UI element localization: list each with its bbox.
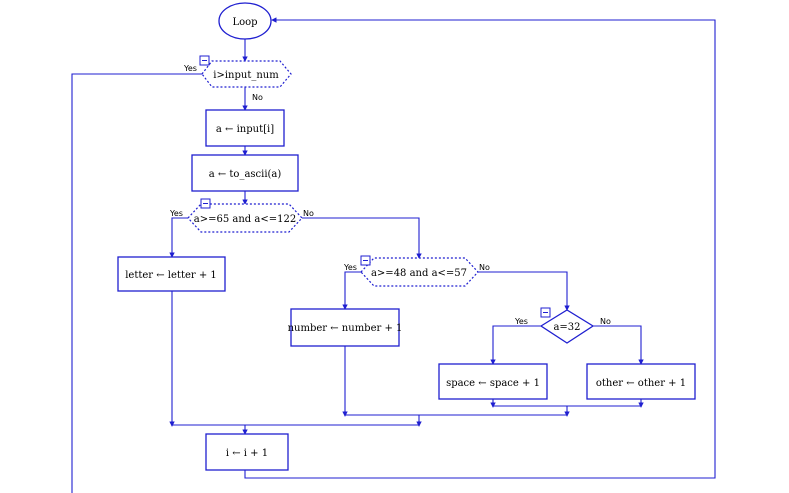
condition-number-label: a>=48 and a<=57 [371, 268, 467, 279]
i-increment-node[interactable]: i ← i + 1 [205, 433, 289, 471]
space-increment-label: space ← space + 1 [446, 378, 540, 389]
edge-condition-yes-exit [71, 73, 202, 493]
collapse-toggle-icon[interactable] [200, 198, 211, 209]
edge-letter-no [302, 217, 422, 259]
condition-input-node[interactable]: i>input_num [201, 60, 292, 88]
edge-number-no [478, 271, 570, 311]
number-increment-box [290, 308, 400, 347]
assign-ascii-node[interactable]: a ← to_ascii(a) [191, 154, 299, 192]
condition-number-yes-label: Yes [343, 263, 357, 272]
connectors [71, 17, 716, 493]
assign-ascii-label: a ← to_ascii(a) [209, 169, 282, 180]
edge-space-no [593, 325, 644, 365]
condition-number-node[interactable]: a>=48 and a<=57 [360, 257, 479, 287]
other-increment-label: other ← other + 1 [596, 378, 686, 389]
edge-letter-yes [169, 217, 188, 258]
collapse-toggle-icon[interactable] [199, 55, 210, 66]
condition-number-no-label: No [479, 263, 490, 272]
edge-number-yes [342, 271, 361, 310]
letter-increment-label: letter ← letter + 1 [125, 270, 217, 281]
loop-label: Loop [232, 17, 257, 28]
assign-ascii-box [191, 154, 299, 192]
condition-input-label: i>input_num [213, 70, 279, 81]
condition-letter-yes-label: Yes [169, 209, 183, 218]
collapse-toggle-icon[interactable] [540, 307, 551, 318]
space-increment-box [438, 363, 548, 400]
assign-input-label: a ← input[i] [216, 124, 274, 135]
number-increment-label: number ← number + 1 [288, 323, 403, 334]
condition-input-hexagon [201, 60, 292, 88]
condition-letter-no-label: No [303, 209, 314, 218]
loop-node[interactable]: Loop [218, 2, 272, 40]
edge-loop-back [244, 17, 716, 479]
i-increment-label: i ← i + 1 [226, 448, 268, 459]
condition-number-hexagon [360, 257, 479, 287]
condition-space-yes-label: Yes [514, 317, 528, 326]
loop-ellipse [218, 2, 272, 40]
condition-space-no-label: No [600, 317, 611, 326]
letter-increment-box [117, 256, 226, 292]
condition-letter-label: a>=65 and a<=122 [194, 214, 296, 225]
other-increment-box [586, 363, 696, 400]
space-increment-node[interactable]: space ← space + 1 [438, 363, 548, 400]
collapse-toggle-icon[interactable] [360, 255, 371, 266]
letter-increment-node[interactable]: letter ← letter + 1 [117, 256, 226, 292]
other-increment-node[interactable]: other ← other + 1 [586, 363, 696, 400]
condition-space-label: a=32 [553, 322, 580, 333]
number-increment-node[interactable]: number ← number + 1 [288, 308, 403, 347]
assign-input-box [205, 109, 285, 147]
condition-letter-node[interactable]: a>=65 and a<=122 [187, 203, 303, 233]
condition-input-no-label: No [252, 93, 263, 102]
condition-letter-hexagon [187, 203, 303, 233]
condition-input-yes-label: Yes [183, 64, 197, 73]
i-increment-box [205, 433, 289, 471]
edge-space-yes [490, 325, 541, 365]
condition-space-diamond [539, 309, 595, 344]
edge-space-other-merge [492, 399, 642, 407]
assign-input-node[interactable]: a ← input[i] [205, 109, 285, 147]
condition-space-node[interactable]: a=32 [539, 309, 595, 344]
